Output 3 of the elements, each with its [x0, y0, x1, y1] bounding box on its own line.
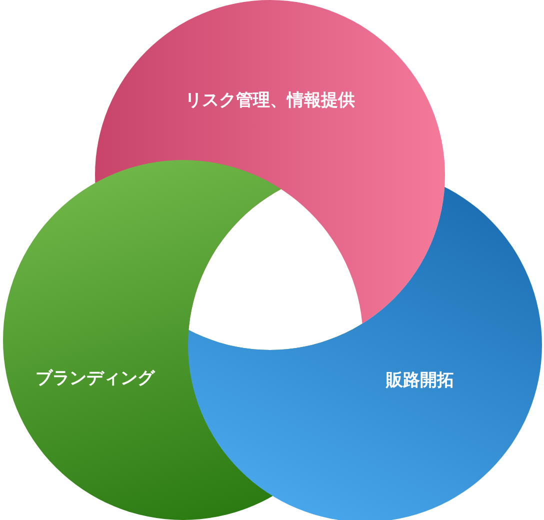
- circle-label: ブランディング: [36, 368, 154, 390]
- circle-label: リスク管理、情報提供: [185, 90, 355, 112]
- circle-label: 販路開拓: [386, 370, 454, 392]
